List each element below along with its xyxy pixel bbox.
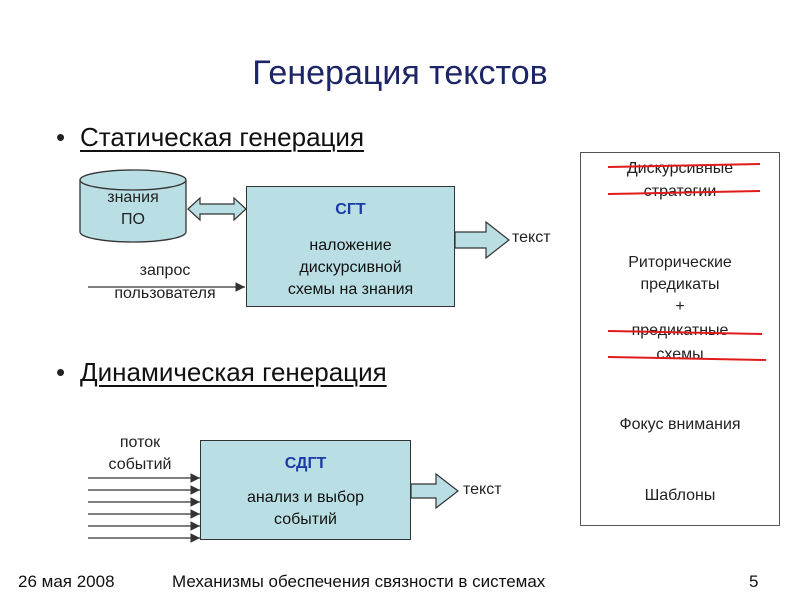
sgt-box: СГТ наложение дискурсивной схемы на знан… (246, 186, 455, 307)
footer-date: 26 мая 2008 (18, 572, 115, 591)
page-number: 5 (749, 572, 759, 591)
rhetorical-predicates-line2: предикаты (640, 276, 720, 293)
sgt-box-title: СГТ (335, 201, 366, 218)
sdgt-box-line: событий (274, 511, 337, 528)
predicate-schemes-line2: схемы (656, 346, 704, 363)
bidirectional-arrow (187, 196, 247, 222)
event-stream-lines (88, 473, 200, 543)
sgt-box-line: дискурсивной (299, 259, 402, 276)
sdgt-box: СДГТ анализ и выбор событий (200, 440, 411, 540)
discourse-strategies-line2: стратегии (643, 183, 717, 200)
templates: Шаблоны (644, 487, 716, 504)
sdgt-box-line: анализ и выбор (246, 489, 365, 506)
static-generation-heading: Статическая генерация (80, 122, 365, 152)
sgt-box-line: схемы на знания (287, 281, 414, 298)
static-output-arrow (454, 220, 510, 260)
request-label: запрос (139, 262, 191, 279)
dynamic-output-arrow (410, 472, 459, 510)
bullet-dot: • (56, 357, 66, 387)
knowledge-panel (580, 152, 780, 526)
slide-title: Генерация текстов (252, 54, 548, 92)
event-stream-label: поток (119, 434, 161, 451)
database-cylinder (79, 169, 187, 243)
predicate-schemes-line1: предикатные (631, 322, 729, 339)
attention-focus: Фокус внимания (619, 416, 741, 433)
request-label-user: пользователя (114, 285, 216, 302)
sgt-box-line: наложение (309, 237, 392, 254)
static-output-label: текст (512, 229, 551, 246)
discourse-strategies-line1: Дискурсивные (626, 160, 734, 177)
db-label-domain: ПО (121, 211, 145, 228)
db-label-knowledge: знания (107, 189, 159, 206)
rhetorical-predicates-line1: Риторические (628, 254, 732, 271)
dynamic-generation-heading: Динамическая генерация (80, 357, 387, 387)
dynamic-output-label: текст (463, 481, 502, 498)
event-stream-label-events: событий (108, 456, 172, 473)
footer-caption: Механизмы обеспечения связности в систем… (172, 572, 546, 591)
plus-sign: + (675, 298, 685, 315)
bullet-dot: • (56, 122, 66, 152)
sdgt-box-title: СДГТ (284, 455, 327, 472)
